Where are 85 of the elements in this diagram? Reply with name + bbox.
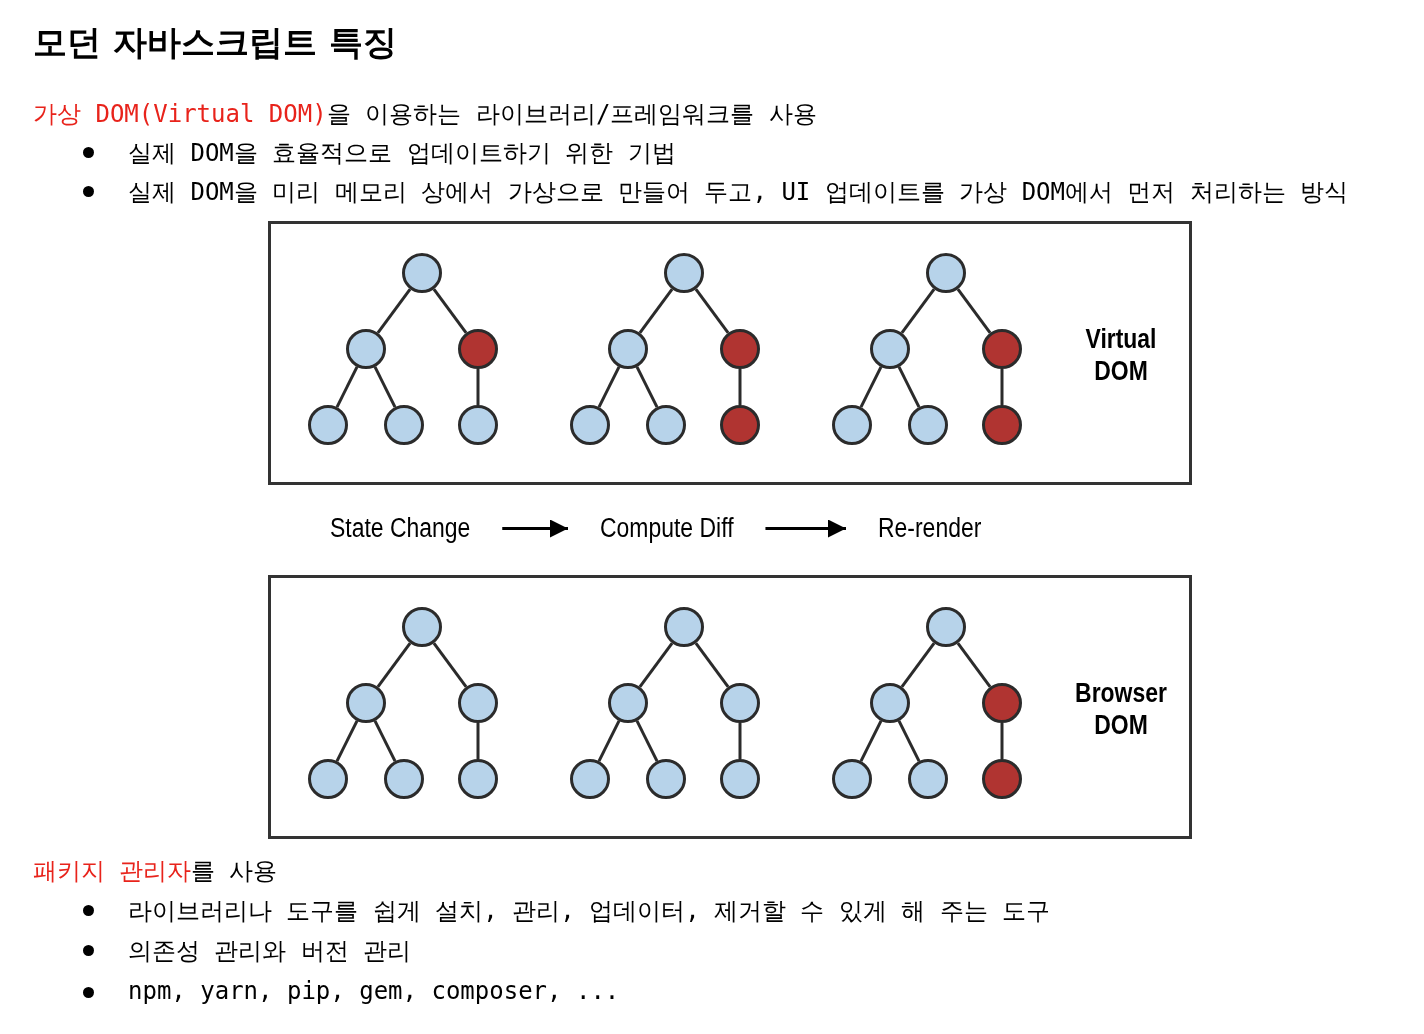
bullet-text: 의존성 관리와 버전 관리	[128, 936, 412, 967]
tree-node-circle	[458, 683, 498, 723]
tree-node-circle	[308, 759, 348, 799]
connector-line	[1000, 723, 1004, 759]
tree-node-circle	[720, 329, 760, 369]
tree-node-circle	[570, 405, 610, 445]
tree-node-circle	[720, 405, 760, 445]
tree-node-circle	[646, 405, 686, 445]
tree-node-circle	[720, 683, 760, 723]
bullet-text: 실제 DOM을 효율적으로 업데이트하기 위한 기법	[128, 138, 676, 169]
connector-line	[694, 642, 730, 688]
connector-line	[335, 366, 359, 408]
tree-node-circle	[832, 405, 872, 445]
tree-node-circle	[870, 683, 910, 723]
tree-node-circle	[346, 329, 386, 369]
connector-line	[738, 369, 742, 405]
tree-node-circle	[720, 759, 760, 799]
step-label: Compute Diff	[600, 513, 734, 544]
connector-line	[1000, 369, 1004, 405]
bullet-text: 실제 DOM을 미리 메모리 상에서 가상으로 만들어 두고, UI 업데이트를 가상 DOM에서 먼저 처리하는 방식	[128, 177, 1349, 208]
tree-node-circle	[346, 683, 386, 723]
panel-label: Browser DOM	[1074, 677, 1168, 741]
heading-text: 가상 DOM(Virtual DOM)	[33, 99, 327, 130]
connector-line	[335, 720, 359, 762]
connector-line	[476, 723, 480, 759]
connector-line	[476, 369, 480, 405]
tree-node-circle	[982, 683, 1022, 723]
connector-line	[376, 642, 412, 688]
tree-node-circle	[308, 405, 348, 445]
tree-node-circle	[982, 329, 1022, 369]
tree-node-circle	[646, 759, 686, 799]
connector-line	[432, 288, 468, 334]
connector-line	[597, 366, 621, 408]
tree-node-circle	[402, 253, 442, 293]
tree-node-circle	[458, 759, 498, 799]
connector-line	[376, 288, 412, 334]
tree-node-circle	[402, 607, 442, 647]
tree-node-circle	[982, 759, 1022, 799]
connector-line	[738, 723, 742, 759]
connector-line	[638, 642, 674, 688]
arrow	[765, 519, 846, 538]
bullet-text: 라이브러리나 도구를 쉽게 설치, 관리, 업데이터, 제거할 수 있게 해 주는 도구	[128, 896, 1051, 927]
heading-text: 를 사용	[191, 856, 278, 887]
panel-frame	[268, 575, 1192, 839]
bullet-text: npm, yarn, pip, gem, composer, ...	[128, 977, 620, 1005]
connector-line	[597, 720, 621, 762]
connector-line	[373, 366, 397, 408]
connector-line	[694, 288, 730, 334]
heading-text: 패키지 관리자	[33, 856, 192, 887]
connector-line	[956, 288, 992, 334]
panel-frame	[268, 221, 1192, 485]
tree-node-circle	[664, 607, 704, 647]
tree-node-circle	[908, 405, 948, 445]
tree-node-circle	[384, 405, 424, 445]
connector-line	[638, 288, 674, 334]
connector-line	[897, 720, 921, 762]
connector-line	[859, 720, 883, 762]
title: 모던 자바스크립트 특징	[33, 21, 397, 64]
tree-node-circle	[926, 607, 966, 647]
tree-node-circle	[608, 329, 648, 369]
arrow	[502, 519, 568, 538]
panel-label: Virtual DOM	[1084, 323, 1158, 387]
step-label: Re-render	[878, 513, 982, 544]
connector-line	[956, 642, 992, 688]
tree-node-circle	[384, 759, 424, 799]
tree-node-circle	[664, 253, 704, 293]
tree-node-circle	[832, 759, 872, 799]
tree-node-circle	[458, 329, 498, 369]
connector-line	[635, 366, 659, 408]
tree-node-circle	[926, 253, 966, 293]
heading-text: 을 이용하는 라이브러리/프레임워크를 사용	[327, 99, 817, 130]
tree-node-circle	[608, 683, 648, 723]
connector-line	[373, 720, 397, 762]
step-label: State Change	[330, 513, 471, 544]
connector-line	[897, 366, 921, 408]
tree-node-circle	[570, 759, 610, 799]
connector-line	[900, 288, 936, 334]
connector-line	[859, 366, 883, 408]
connector-line	[635, 720, 659, 762]
tree-node-circle	[458, 405, 498, 445]
tree-node-circle	[908, 759, 948, 799]
tree-node-circle	[870, 329, 910, 369]
connector-line	[432, 642, 468, 688]
tree-node-circle	[982, 405, 1022, 445]
connector-line	[900, 642, 936, 688]
